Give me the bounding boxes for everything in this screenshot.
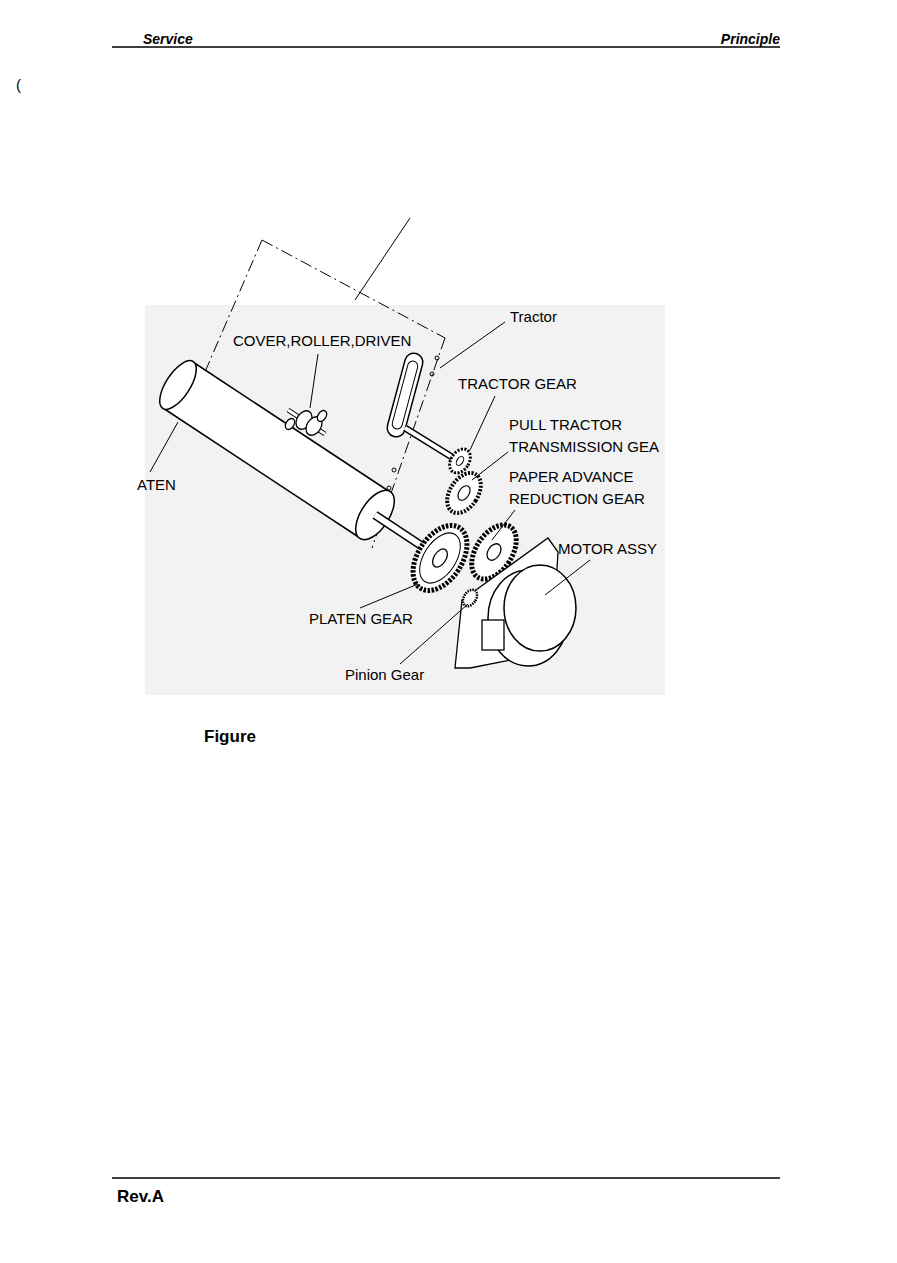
part-name: Tractor: [510, 306, 557, 328]
revision-mark: Rev.A: [117, 1186, 164, 1208]
part-name: PULL TRACTOR TRANSMISSION GEA: [509, 414, 689, 458]
figure-caption: Figure: [204, 726, 256, 748]
part-name: ATEN: [137, 474, 176, 496]
part-name: PAPER ADVANCE REDUCTION GEAR: [509, 466, 679, 510]
part-name: MOTOR ASSY: [558, 538, 657, 560]
part-name: TRACTOR GEAR: [458, 373, 577, 395]
stray-mark: (: [16, 74, 21, 96]
part-name: PLATEN GEAR: [309, 608, 413, 630]
part-name: COVER,ROLLER,DRIVEN: [233, 330, 411, 352]
header-text: Principle: [721, 28, 780, 50]
header-text: Service: [143, 28, 193, 50]
part-name: Pinion Gear: [345, 664, 424, 686]
